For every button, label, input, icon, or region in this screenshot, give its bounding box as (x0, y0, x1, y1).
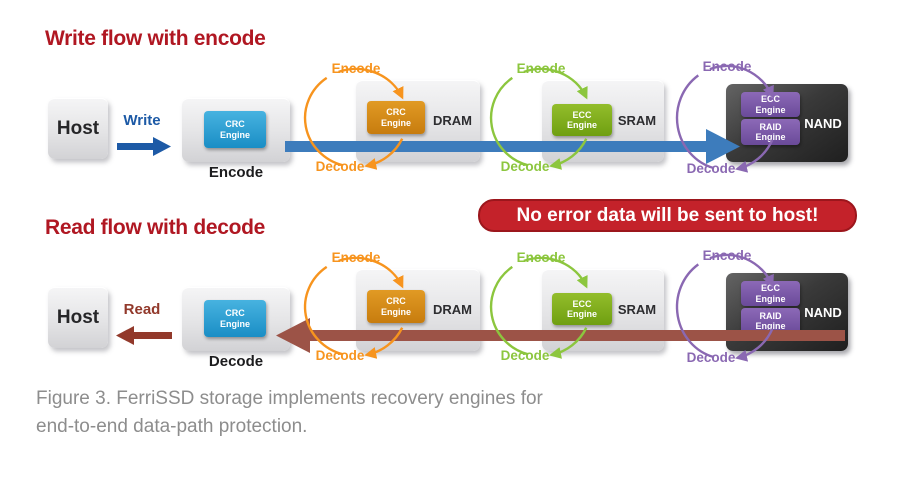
chip-label-line1: ECC (572, 109, 592, 120)
write-sram-label: SRAM (617, 113, 657, 128)
read-sram-decode-label: Decode (500, 348, 550, 363)
read-controller-caption: Decode (208, 353, 264, 370)
write-dram-label: DRAM (433, 113, 472, 128)
read-host-box: Host (48, 287, 108, 348)
write-dram-encode-label: Encode (331, 61, 381, 76)
chip-label-line2: Engine (566, 120, 597, 130)
write-nand-label: NAND (804, 115, 842, 131)
write-dram-decode-label: Decode (315, 159, 365, 174)
read-sram-encode-label: Encode (516, 250, 566, 265)
write-flow-title: Write flow with encode (45, 27, 266, 50)
write-nand-raid-engine-chip: RAID Engine (741, 119, 800, 145)
read-transfer-label: Read (123, 301, 161, 318)
read-nand-decode-label: Decode (686, 350, 736, 365)
read-dram-label: DRAM (433, 302, 472, 317)
chip-label-line2: Engine (755, 104, 786, 115)
chip-label-line1: CRC (225, 119, 245, 130)
write-sram-ecc-engine-chip: ECC Engine (552, 104, 612, 136)
read-dram-decode-label: Decode (315, 348, 365, 363)
read-sram-ecc-engine-chip: ECC Engine (552, 293, 612, 325)
write-controller-caption: Encode (208, 164, 264, 181)
read-host-arrow (116, 326, 172, 345)
chip-label-line2: Engine (755, 132, 786, 142)
write-nand-encode-label: Encode (702, 59, 752, 74)
chip-label-line1: RAID (759, 121, 782, 132)
chip-label-line2: Engine (219, 318, 250, 329)
write-host-box: Host (48, 98, 108, 159)
chip-label-line1: RAID (759, 310, 782, 321)
chip-label-line1: ECC (572, 298, 592, 309)
read-sram-label: SRAM (617, 302, 657, 317)
chip-label-line2: Engine (380, 306, 411, 317)
figure-caption-line1: Figure 3. FerriSSD storage implements re… (36, 388, 543, 409)
write-sram-decode-label: Decode (500, 159, 550, 174)
read-flow-title: Read flow with decode (45, 216, 266, 239)
chip-label-line1: CRC (386, 107, 406, 118)
read-nand-label: NAND (804, 304, 842, 320)
write-crc-engine-chip: CRC Engine (204, 111, 266, 148)
write-sram-encode-label: Encode (516, 61, 566, 76)
chip-label-line2: Engine (755, 321, 786, 331)
chip-label-line1: CRC (386, 296, 406, 307)
read-nand-ecc-engine-chip: ECC Engine (741, 281, 800, 306)
no-error-banner: No error data will be sent to host! (478, 199, 857, 232)
read-dram-crc-engine-chip: CRC Engine (367, 290, 425, 323)
write-nand-decode-label: Decode (686, 161, 736, 176)
read-dram-encode-label: Encode (331, 250, 381, 265)
chip-label-line2: Engine (755, 293, 786, 304)
read-nand-encode-label: Encode (702, 248, 752, 263)
chip-label-line1: ECC (760, 94, 780, 105)
chip-label-line1: CRC (225, 308, 245, 319)
chip-label-line1: ECC (760, 283, 780, 294)
write-nand-ecc-engine-chip: ECC Engine (741, 92, 800, 117)
write-transfer-label: Write (123, 112, 161, 129)
write-host-arrow (117, 137, 171, 156)
chip-label-line2: Engine (219, 129, 250, 140)
chip-label-line2: Engine (566, 309, 597, 319)
read-nand-raid-engine-chip: RAID Engine (741, 308, 800, 334)
chip-label-line2: Engine (380, 117, 411, 128)
read-crc-engine-chip: CRC Engine (204, 300, 266, 337)
write-dram-crc-engine-chip: CRC Engine (367, 101, 425, 134)
figure-caption-line2: end-to-end data-path protection. (36, 416, 308, 437)
